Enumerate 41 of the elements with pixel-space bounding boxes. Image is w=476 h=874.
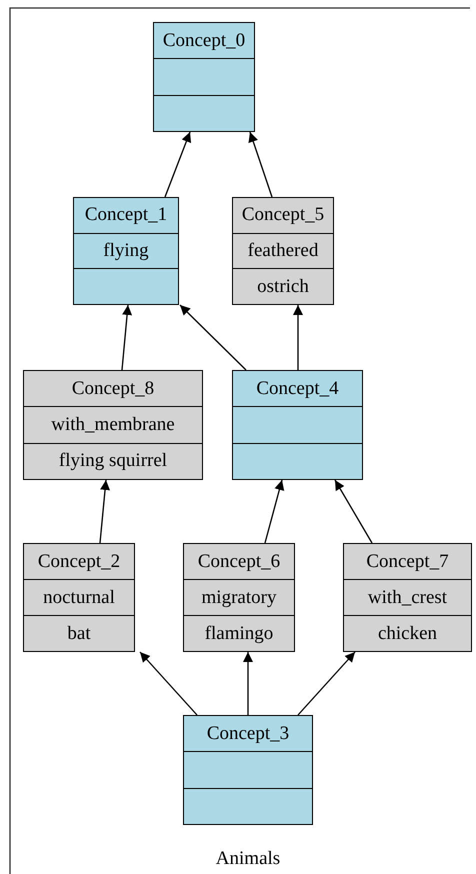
concept-record-node: [73, 197, 179, 305]
concept-name: Concept_6: [198, 550, 280, 572]
attribute-text: with_crest: [368, 586, 448, 608]
arrow: [298, 652, 356, 716]
concept-record-node: [183, 715, 313, 825]
concept-record-node: [153, 22, 255, 132]
object-text: flying squirrel: [58, 450, 168, 472]
concept-name: Concept_2: [38, 550, 120, 572]
arrow: [164, 132, 192, 198]
attribute-text: with_membrane: [51, 414, 175, 436]
concept-record-node: [232, 197, 334, 305]
concept-name: Concept_4: [256, 378, 339, 400]
caption: Animals: [214, 848, 282, 870]
arrow: [293, 305, 303, 370]
attribute-text: nocturnal: [43, 586, 115, 608]
concept-name: Concept_7: [366, 550, 449, 572]
concept-record-node: [23, 370, 203, 480]
concept-record-node: [23, 543, 135, 652]
object-text: ostrich: [257, 276, 309, 298]
concept-record-node: [232, 370, 363, 480]
object-text: chicken: [378, 622, 438, 644]
arrow: [180, 304, 246, 370]
arrow: [140, 652, 198, 716]
arrow: [243, 652, 253, 715]
concept-name: Concept_3: [206, 722, 290, 745]
arrow: [99, 480, 110, 544]
concept-name: Concept_5: [242, 204, 324, 226]
concept-name: Concept_8: [72, 378, 154, 400]
arrow: [248, 132, 273, 198]
arrow: [334, 480, 373, 544]
concept-name: Concept_0: [162, 30, 246, 52]
concept-name: Concept_1: [84, 204, 168, 226]
object-text: bat: [67, 622, 91, 644]
concept-record-node: [343, 543, 472, 652]
arrow: [121, 304, 132, 370]
object-text: flamingo: [204, 622, 274, 644]
attribute-text: flying: [103, 240, 149, 262]
attribute-text: feathered: [248, 240, 318, 262]
concept-record-node: [183, 543, 295, 652]
arrow: [264, 480, 284, 544]
attribute-text: migratory: [202, 586, 276, 608]
